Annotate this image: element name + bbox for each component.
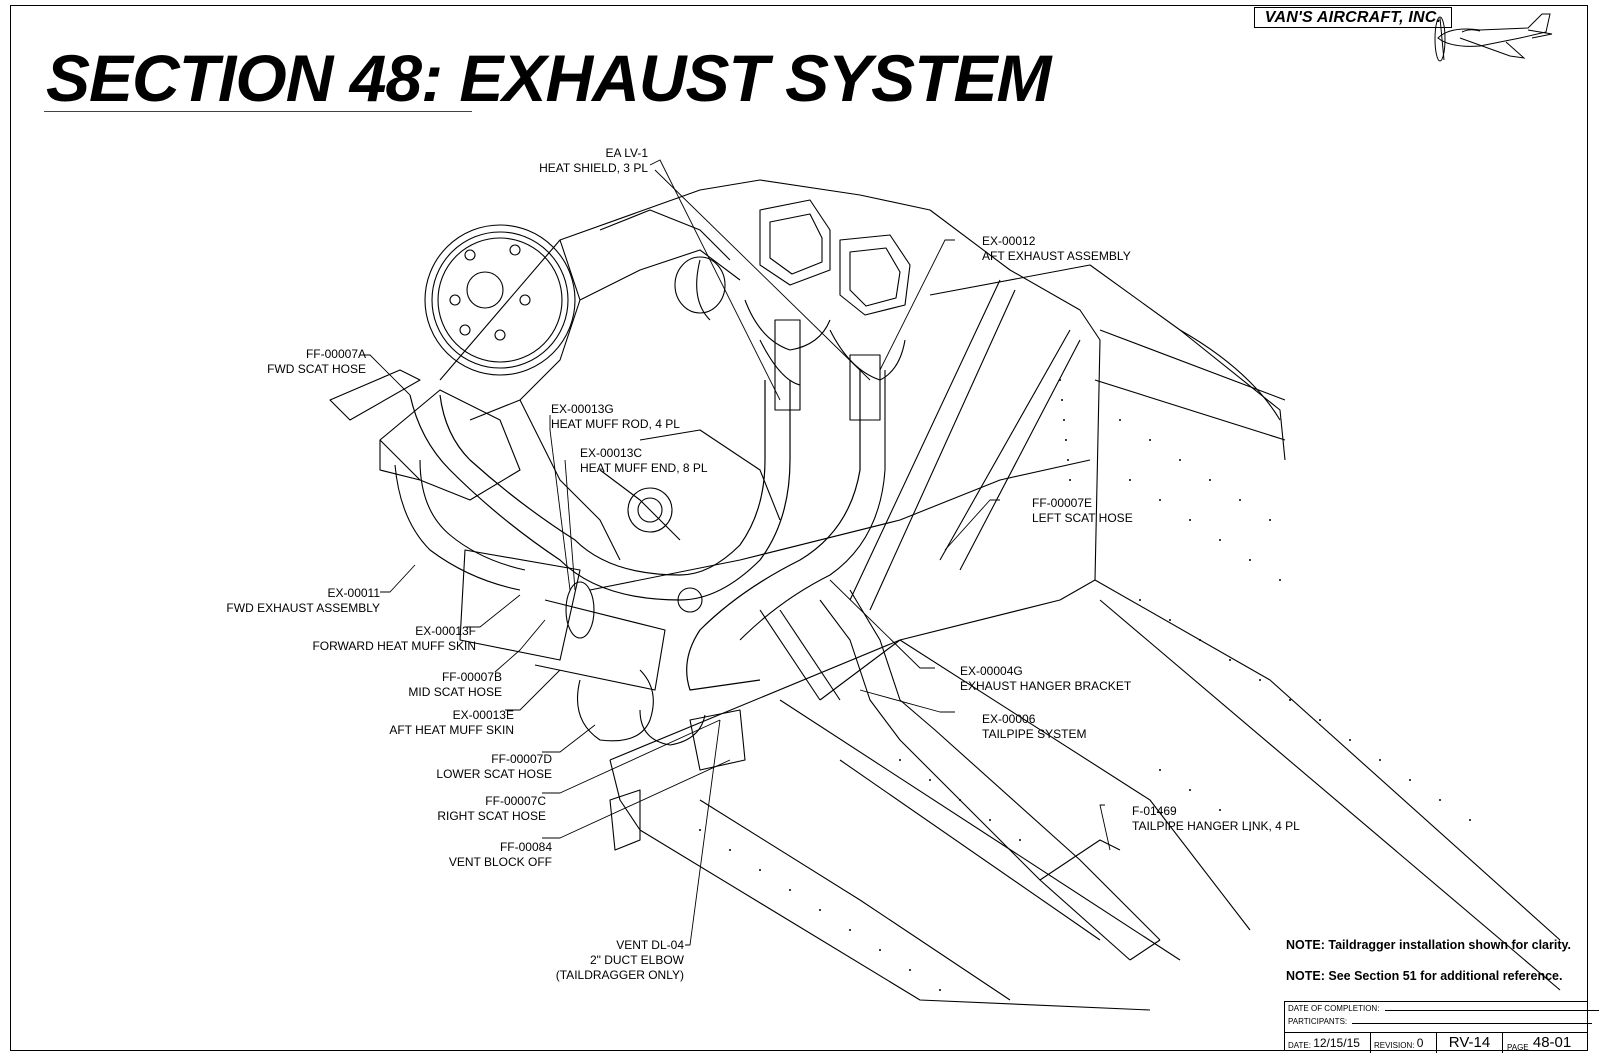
page-cell: PAGE 48-01 — [1503, 1033, 1587, 1053]
page-label: PAGE — [1507, 1043, 1529, 1052]
callout-ff-00084: FF-00084 VENT BLOCK OFF — [420, 840, 552, 870]
callout-ex-00006: EX-00006 TAILPIPE SYSTEM — [982, 712, 1086, 742]
date-of-completion-label: DATE OF COMPLETION: — [1288, 1004, 1380, 1013]
page-value: 48-01 — [1532, 1034, 1572, 1051]
callout-part-number: FF-00084 — [499, 840, 552, 854]
callout-ex-00013f: EX-00013F FORWARD HEAT MUFF SKIN — [280, 624, 476, 654]
model-cell: RV-14 — [1437, 1033, 1503, 1053]
date-label: DATE: — [1288, 1041, 1311, 1050]
callout-description: AFT HEAT MUFF SKIN — [389, 723, 514, 737]
participants-label: PARTICIPANTS: — [1288, 1017, 1348, 1026]
date-of-completion-line — [1384, 1010, 1599, 1011]
airplane-logo — [1434, 13, 1553, 62]
callout-part-number: EA LV-1 — [605, 146, 648, 160]
callout-part-number: FF-00007B — [441, 670, 502, 684]
callout-description: HEAT MUFF ROD, 4 PL — [551, 417, 680, 431]
title-underline — [44, 111, 472, 112]
date-value: 12/15/15 — [1313, 1036, 1360, 1050]
callout-ff-00007a: FF-00007A FWD SCAT HOSE — [220, 347, 366, 377]
callout-ex-00004g: EX-00004G EXHAUST HANGER BRACKET — [960, 664, 1131, 694]
callout-ff-00007c: FF-00007C RIGHT SCAT HOSE — [420, 794, 546, 824]
participants-row: PARTICIPANTS: — [1288, 1017, 1593, 1026]
callout-ff-00007e: FF-00007E LEFT SCAT HOSE — [1032, 496, 1133, 526]
callout-part-number: EX-00013E — [452, 708, 514, 722]
callout-ea-lv-1: EA LV-1 HEAT SHIELD, 3 PL — [520, 146, 648, 176]
participants-line — [1352, 1023, 1593, 1024]
callout-description: 2" DUCT ELBOW — [589, 953, 684, 967]
revision-cell: REVISION: 0 — [1371, 1033, 1437, 1053]
callout-part-number: EX-00013C — [580, 446, 643, 460]
callout-description: EXHAUST HANGER BRACKET — [960, 679, 1132, 693]
callout-part-number: FF-00007D — [491, 752, 552, 766]
callout-description: TAILPIPE SYSTEM — [982, 727, 1087, 741]
callout-part-number: EX-00011 — [327, 586, 380, 600]
callout-description: MID SCAT HOSE — [408, 685, 502, 699]
callout-part-number: EX-00006 — [982, 712, 1036, 726]
callout-part-number: EX-00013G — [551, 402, 614, 416]
callout-qualifier: (TAILDRAGGER ONLY) — [555, 968, 684, 982]
callout-ex-00013e: EX-00013E AFT HEAT MUFF SKIN — [360, 708, 514, 738]
callout-description: LEFT SCAT HOSE — [1032, 511, 1133, 525]
callout-description: FWD EXHAUST ASSEMBLY — [226, 601, 380, 615]
callout-part-number: FF-00007A — [305, 347, 366, 361]
revision-label: REVISION: — [1374, 1041, 1415, 1050]
title-block: DATE OF COMPLETION: PARTICIPANTS: DATE: … — [1284, 1001, 1599, 1053]
callout-ff-00007d: FF-00007D LOWER SCAT HOSE — [420, 752, 552, 782]
date-of-completion-row: DATE OF COMPLETION: — [1288, 1004, 1599, 1013]
callout-part-number: EX-00013F — [415, 624, 476, 638]
callout-ex-00013g: EX-00013G HEAT MUFF ROD, 4 PL — [551, 402, 680, 432]
callout-part-number: EX-00004G — [960, 664, 1023, 678]
note-section-reference: NOTE: See Section 51 for additional refe… — [1286, 969, 1563, 983]
callout-part-number: FF-00007C — [485, 794, 546, 808]
title-block-bottom-row: DATE: 12/15/15 REVISION: 0 RV-14 PAGE 48… — [1285, 1032, 1587, 1053]
callout-part-number: FF-00007E — [1032, 496, 1093, 510]
callout-ff-00007b: FF-00007B MID SCAT HOSE — [380, 670, 502, 700]
callout-description: HEAT MUFF END, 8 PL — [580, 461, 708, 475]
callout-description: FWD SCAT HOSE — [267, 362, 366, 376]
callout-ex-00011: EX-00011 FWD EXHAUST ASSEMBLY — [200, 586, 380, 616]
section-title: SECTION 48: EXHAUST SYSTEM — [46, 41, 1052, 115]
callout-f-01469: F-01469 TAILPIPE HANGER LINK, 4 PL — [1132, 804, 1300, 834]
note-taildragger: NOTE: Taildragger installation shown for… — [1286, 938, 1571, 952]
callout-description: RIGHT SCAT HOSE — [437, 809, 546, 823]
callout-description: LOWER SCAT HOSE — [436, 767, 552, 781]
revision-value: 0 — [1416, 1036, 1424, 1050]
callout-description: VENT BLOCK OFF — [448, 855, 552, 869]
callout-description: HEAT SHIELD, 3 PL — [539, 161, 648, 175]
callout-ex-00013c: EX-00013C HEAT MUFF END, 8 PL — [580, 446, 708, 476]
callout-description: AFT EXHAUST ASSEMBLY — [982, 249, 1131, 263]
callout-part-number: VENT DL-04 — [616, 938, 684, 952]
callout-description: FORWARD HEAT MUFF SKIN — [312, 639, 476, 653]
model-value: RV-14 — [1448, 1034, 1491, 1051]
drawing-sheet-border — [10, 5, 1588, 1051]
callout-part-number: F-01469 — [1132, 804, 1177, 818]
callout-part-number: EX-00012 — [982, 234, 1036, 248]
callout-description: TAILPIPE HANGER LINK, 4 PL — [1132, 819, 1300, 833]
company-name-box: VAN'S AIRCRAFT, INC. — [1254, 7, 1452, 28]
date-cell: DATE: 12/15/15 — [1285, 1033, 1371, 1053]
callout-ex-00012: EX-00012 AFT EXHAUST ASSEMBLY — [982, 234, 1131, 264]
callout-vent-dl-04: VENT DL-04 2" DUCT ELBOW (TAILDRAGGER ON… — [540, 938, 684, 983]
